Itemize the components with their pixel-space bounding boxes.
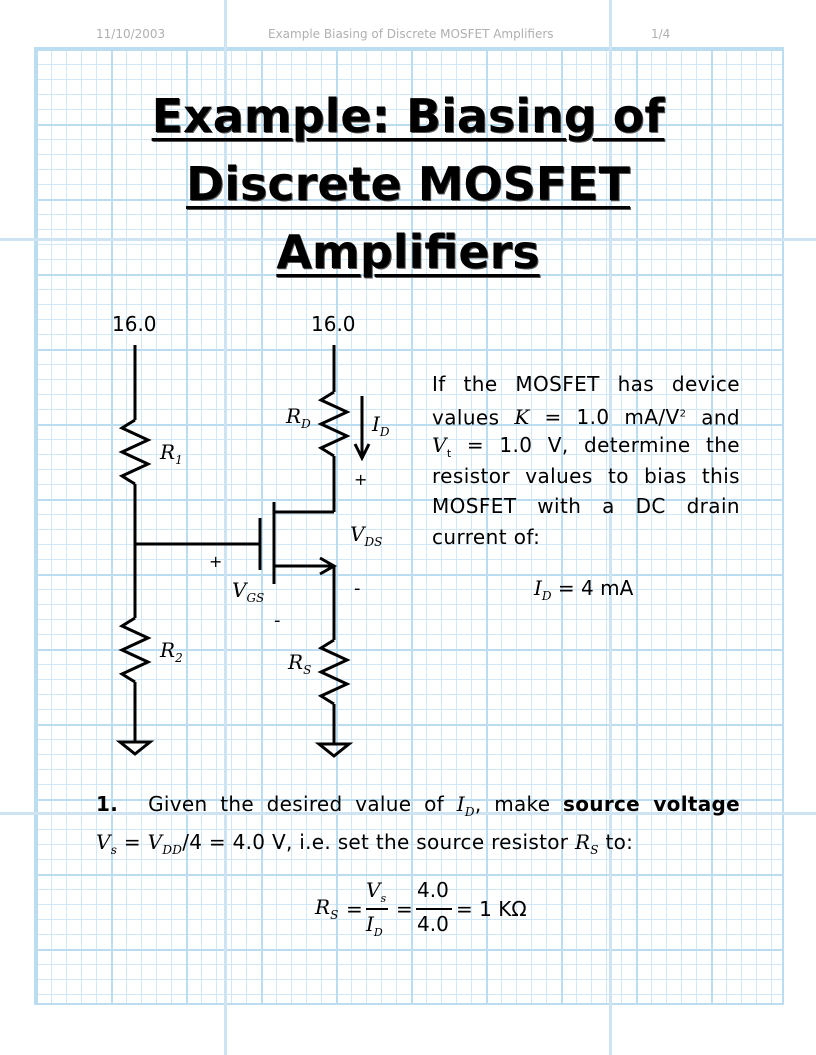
supply-voltage-right: 16.0 [311, 312, 356, 336]
ground-symbol-right [314, 742, 354, 758]
problem-line-2: values K = 1.0 mA/V2 and [432, 405, 741, 430]
vds-minus-sign: - [354, 578, 361, 599]
header-page-number: 1/4 [651, 27, 671, 41]
resistor-rd [317, 390, 351, 458]
formula-denominator-2: 4.0 [417, 912, 449, 936]
problem-line-6: current of: [432, 524, 541, 549]
title-line-3: Amplifiers [276, 225, 540, 279]
guide-line-vertical [224, 0, 227, 1055]
label-rs: RS [288, 650, 312, 677]
formula-result: = 1 KΩ [456, 897, 527, 921]
resistor-r1 [118, 418, 152, 486]
vgs-minus-sign: - [274, 610, 281, 631]
label-vgs: VGS [232, 578, 265, 605]
fraction-bar-2 [416, 908, 452, 910]
formula-denominator-1: ID [366, 912, 383, 939]
current-arrow-head [353, 443, 371, 462]
supply-voltage-left: 16.0 [112, 312, 157, 336]
page-title: Example: Biasing of Discrete MOSFET Ampl… [0, 82, 816, 286]
ground-symbol-left [115, 740, 155, 756]
source-arrow-head [319, 556, 338, 576]
title-line-1: Example: Biasing of [151, 89, 665, 143]
guide-line-vertical [609, 0, 612, 1055]
target-current-equation: ID = 4 mA [534, 576, 634, 603]
resistor-rs [317, 638, 351, 706]
formula-numerator-2: 4.0 [417, 878, 449, 902]
problem-statement: If the MOSFET has device values K = 1.0 … [432, 369, 740, 552]
problem-line-4: resistor values to bias this [432, 463, 740, 488]
step-1-line-2: Vs = VDD/4 = 4.0 V, i.e. set the source … [96, 830, 634, 857]
fraction-bar-1 [366, 908, 388, 910]
resistor-r2 [118, 616, 152, 684]
label-id: ID [372, 412, 390, 439]
guide-line-horizontal [0, 812, 816, 815]
guide-line-horizontal [0, 238, 816, 241]
label-r1: R1 [160, 440, 183, 467]
label-rd: RD [286, 404, 311, 431]
step-1-line-1: 1.Given the desired value of ID, make so… [96, 792, 740, 819]
problem-line-1: If the MOSFET has device [432, 372, 740, 396]
formula-numerator-1: Vs [366, 878, 387, 905]
title-line-2: Discrete MOSFET [186, 157, 630, 211]
problem-line-5: MOSFET with a DC drain [432, 494, 740, 518]
header-date: 11/10/2003 [96, 27, 166, 41]
label-vds: VDS [350, 522, 383, 549]
formula-equals-1: = [346, 897, 363, 921]
formula-lhs: RS [315, 895, 339, 922]
label-r2: R2 [160, 638, 183, 665]
header-title: Example Biasing of Discrete MOSFET Ampli… [268, 27, 554, 41]
problem-line-3: Vt = 1.0 V, determine the [432, 433, 740, 460]
formula-equals-2: = [396, 897, 413, 921]
vgs-plus-sign: + [209, 552, 223, 571]
graph-paper-grid [34, 47, 784, 1005]
vds-plus-sign: + [354, 470, 368, 489]
step-1-paragraph: 1.Given the desired value of ID, make so… [96, 789, 740, 865]
